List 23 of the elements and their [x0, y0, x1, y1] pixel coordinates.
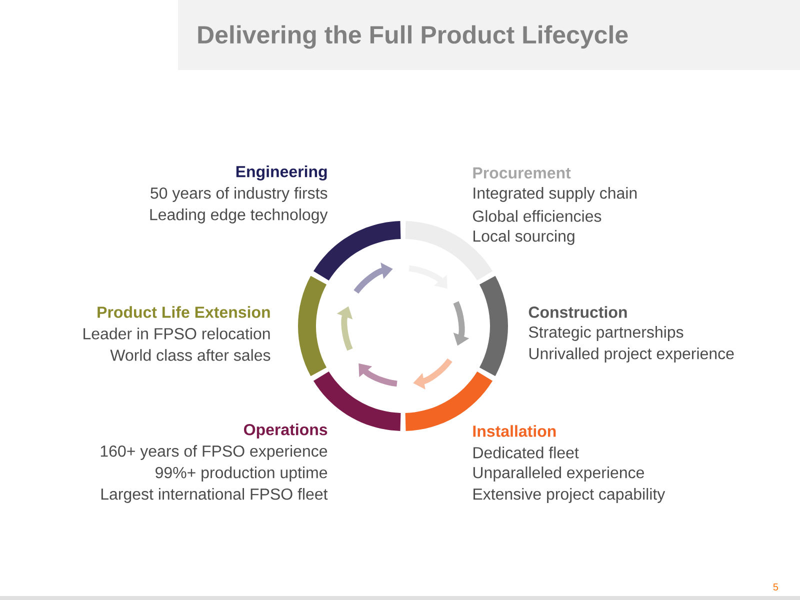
text-line: Unrivalled project experience: [529, 348, 734, 362]
text-line: World class after sales: [110, 349, 270, 361]
heading: Product Life Extension: [98, 306, 270, 318]
heading: Installation: [473, 425, 556, 437]
text-line: Leading edge technology: [150, 208, 328, 224]
text-line: Unparalleled experience: [473, 466, 644, 482]
heading: Engineering: [236, 166, 327, 180]
page-number: 5: [773, 584, 778, 590]
text-line: 99%+ production uptime: [156, 466, 328, 482]
title: Delivering the Full Product Lifecycle: [198, 25, 628, 49]
heading: Operations: [244, 424, 328, 438]
text-line: Extensive project capability: [474, 488, 666, 503]
text-line: Largest international FPSO fleet: [101, 488, 328, 503]
text-line: Local sourcing: [474, 230, 574, 245]
text-line: Integrated supply chain: [474, 187, 637, 202]
heading: Construction: [528, 306, 627, 318]
heading: Procurement: [473, 167, 571, 179]
text-line: Strategic partnerships: [528, 326, 684, 341]
text-line: Leader in FPSO relocation: [84, 328, 270, 340]
text-line: 160+ years of FPSO experience: [100, 445, 328, 460]
text-line: 50 years of industry firsts: [150, 187, 328, 202]
text-line: Dedicated fleet: [474, 446, 579, 458]
text-line: Global efficiencies: [473, 210, 602, 222]
